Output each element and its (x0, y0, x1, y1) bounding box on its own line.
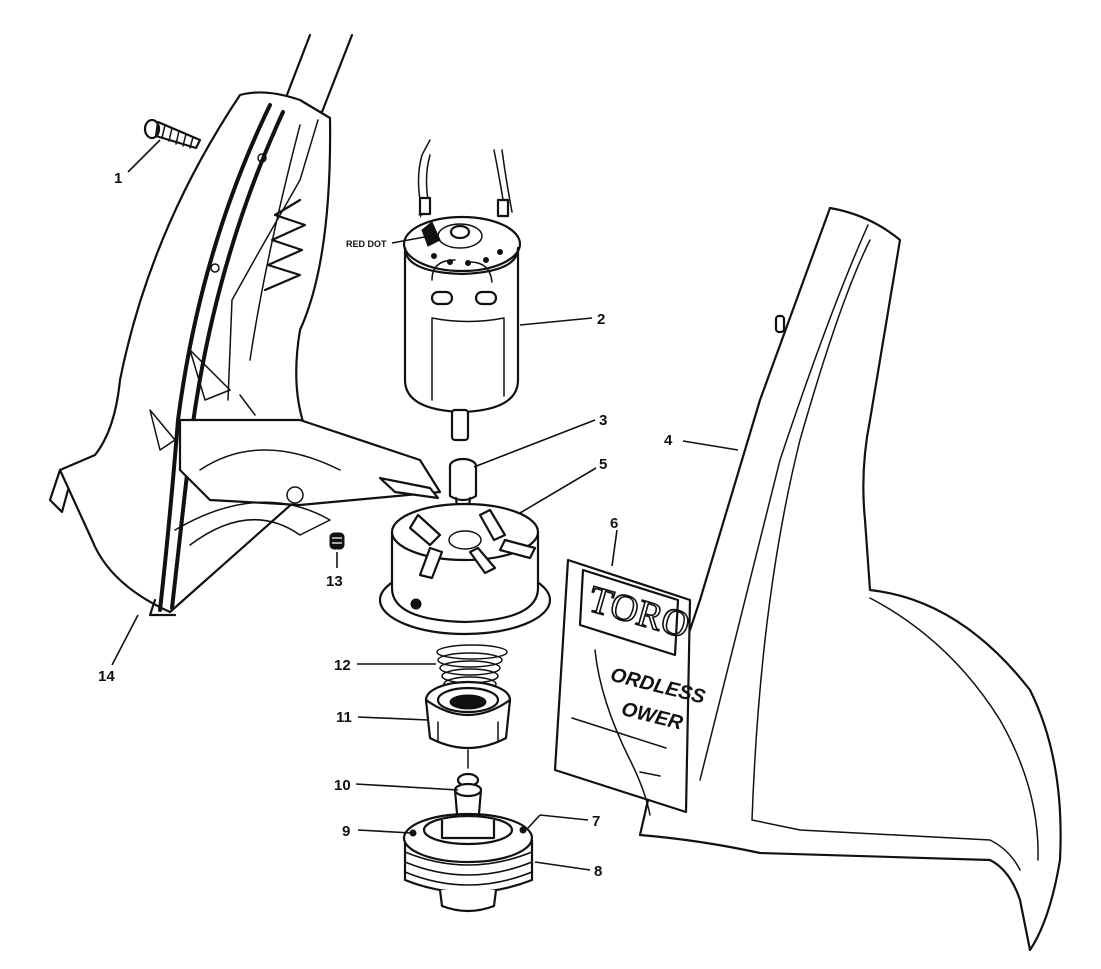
plus-annotation: + (418, 210, 423, 220)
callout-11: 11 (336, 709, 352, 726)
decal-part (553, 558, 692, 816)
callout-14: 14 (98, 668, 115, 685)
spool-base-part (402, 812, 534, 913)
callout-9: 9 (342, 823, 350, 840)
spool-hub-part (424, 680, 512, 750)
callout-1: 1 (114, 170, 122, 187)
callout-12: 12 (334, 657, 351, 674)
callout-8: 8 (594, 863, 602, 880)
callout-2: 2 (597, 311, 605, 328)
callout-5: 5 (599, 456, 607, 473)
left-housing-half (48, 33, 442, 617)
screw-part (143, 118, 202, 150)
red-dot-annotation: RED DOT (346, 239, 387, 249)
right-housing-half (638, 206, 1062, 952)
callout-3: 3 (599, 412, 607, 429)
callout-10: 10 (334, 777, 351, 794)
leader-lines (111, 139, 739, 871)
nut-part (329, 532, 345, 550)
fan-part (378, 502, 552, 636)
callout-13: 13 (326, 573, 343, 590)
callout-6: 6 (610, 515, 618, 532)
motor-part (402, 139, 522, 442)
callout-4: 4 (664, 432, 673, 449)
callout-7: 7 (592, 813, 600, 830)
